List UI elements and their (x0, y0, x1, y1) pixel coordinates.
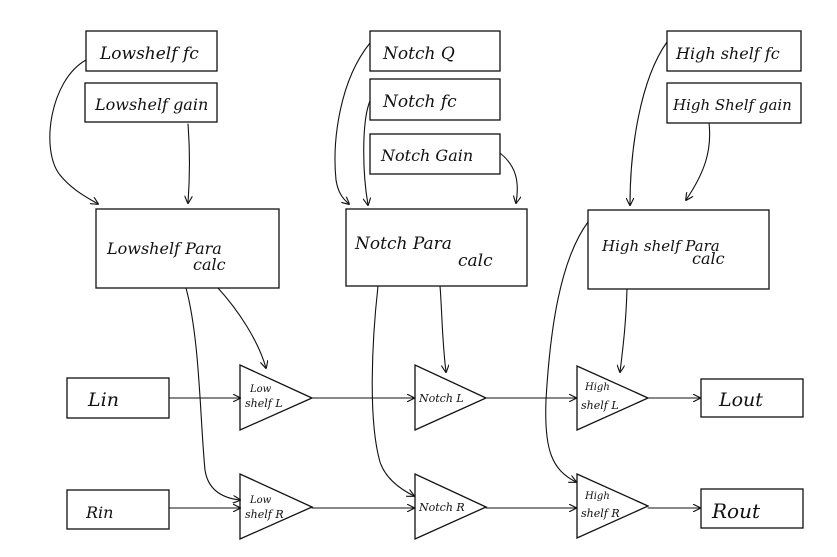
input-left-label: Lin (87, 389, 119, 411)
calc-highshelf-line1: High shelf Para (601, 237, 720, 255)
arrow-highshelf-fc-to-calc (630, 41, 668, 205)
filter-lowshelf-left-line2: shelf L (245, 397, 283, 410)
filter-highshelf-left-line1: High (584, 382, 610, 393)
filter-lowshelf-left: Low shelf L (239, 363, 314, 432)
param-notch-fc: Notch fc (369, 78, 501, 121)
filter-highshelf-left: High shelf L (576, 364, 650, 432)
calc-lowshelf: Lowshelf Para calc (95, 208, 280, 289)
arrow-lowshelf-gain-to-calc (188, 123, 190, 203)
output-right-label: Rout (711, 499, 761, 523)
filter-notch-right-label: Notch R (418, 501, 465, 514)
output-right: Rout (700, 488, 804, 529)
filter-notch-left: Notch L (414, 363, 488, 432)
calc-notch-line1: Notch Para (354, 234, 452, 254)
filter-highshelf-right-line1: High (584, 491, 610, 502)
filter-lowshelf-left-line1: Low (249, 384, 272, 395)
arrow-lowshelf-calc-to-right (185, 287, 240, 500)
arrow-notch-fc-to-calc (364, 100, 370, 205)
calc-highshelf: High shelf Para calc (587, 209, 770, 290)
param-highshelf-fc: High shelf fc (666, 30, 802, 72)
param-lowshelf-gain-label: Lowshelf gain (94, 95, 208, 114)
calc-highshelf-line2: calc (692, 249, 725, 268)
param-notch-q: Notch Q (369, 30, 501, 72)
param-highshelf-gain: High Shelf gain (666, 82, 802, 124)
output-left: Lout (700, 378, 804, 418)
filter-notch-right: Notch R (414, 472, 488, 541)
filter-notch-left-label: Notch L (418, 392, 464, 405)
calc-notch-line2: calc (458, 251, 493, 271)
arrow-notch-q-to-calc (334, 42, 371, 204)
input-left: Lin (66, 377, 170, 419)
input-right-label: Rin (85, 503, 113, 522)
arrow-highshelf-gain-to-calc (686, 122, 711, 200)
filter-lowshelf-right: Low shelf R (239, 472, 314, 541)
filter-highshelf-left-line2: shelf L (581, 399, 619, 412)
filter-highshelf-right-line2: shelf R (581, 507, 620, 520)
output-left-label: Lout (718, 389, 763, 411)
filter-lowshelf-right-line2: shelf R (245, 508, 284, 521)
arrow-notch-calc-to-right (371, 285, 414, 496)
param-notch-fc-label: Notch fc (382, 92, 457, 112)
filter-lowshelf-right-line1: Low (249, 495, 272, 506)
param-lowshelf-gain: Lowshelf gain (84, 82, 218, 123)
param-highshelf-gain-label: High Shelf gain (672, 96, 792, 114)
param-notch-q-label: Notch Q (382, 44, 455, 64)
arrow-notch-calc-to-left (439, 285, 446, 372)
arrow-lowshelf-calc-to-left (217, 287, 266, 368)
arrow-lowshelf-fc-to-calc (49, 59, 98, 204)
param-lowshelf-fc: Lowshelf fc (85, 30, 218, 72)
param-notch-gain: Notch Gain (369, 133, 501, 175)
arrow-highshelf-calc-to-left (620, 288, 628, 372)
calc-lowshelf-line2: calc (193, 255, 226, 274)
arrow-highshelf-calc-to-right (545, 221, 589, 482)
calc-lowshelf-line1: Lowshelf Para (106, 239, 222, 258)
param-highshelf-fc-label: High shelf fc (675, 44, 780, 63)
param-lowshelf-fc-label: Lowshelf fc (99, 44, 199, 64)
arrow-notch-gain-to-calc (499, 152, 517, 203)
param-notch-gain-label: Notch Gain (380, 146, 473, 165)
input-right: Rin (66, 489, 170, 530)
calc-notch: Notch Para calc (345, 208, 528, 287)
filter-highshelf-right: High shelf R (576, 472, 650, 540)
